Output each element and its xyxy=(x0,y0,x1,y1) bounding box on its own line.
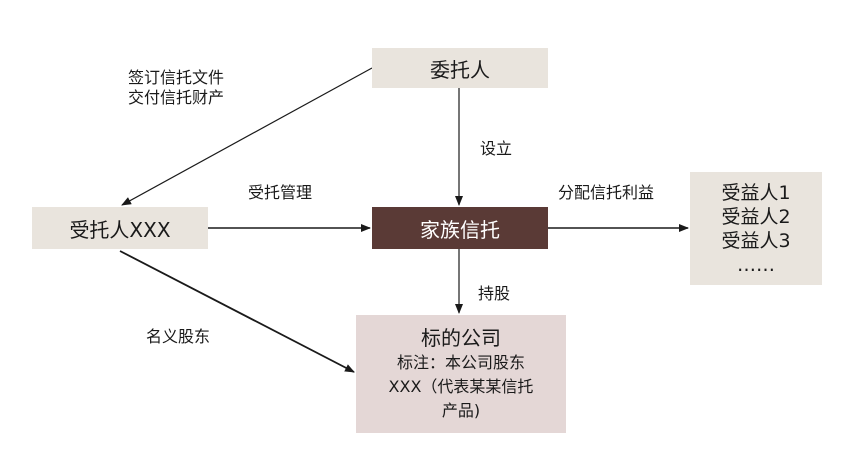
arrow-settlor-to-trustee xyxy=(121,67,373,206)
edge-label-establish: 设立 xyxy=(480,139,513,158)
company-note-line: 标注：本公司股东 xyxy=(396,353,525,372)
edge-label-manage: 受托管理 xyxy=(248,183,313,202)
settlor-node: 委托人 xyxy=(372,48,548,88)
company-note-line: XXX（代表某某信托 xyxy=(388,377,534,396)
beneficiary-item: 受益人3 xyxy=(721,229,791,252)
company-title: 标的公司 xyxy=(421,326,501,350)
family-trust-node: 家族信托 xyxy=(372,207,548,249)
beneficiaries-node: 受益人1 受益人2 受益人3 …… xyxy=(690,172,822,285)
beneficiary-item: 受益人2 xyxy=(721,205,791,228)
edge-label-line: 签订信托文件 xyxy=(128,68,225,87)
edge-label-hold-shares: 持股 xyxy=(478,284,511,303)
settlor-label: 委托人 xyxy=(430,57,490,82)
edge-label-sign-and-deliver: 签订信托文件 交付信托财产 xyxy=(128,68,224,108)
trustee-node: 受托人XXX xyxy=(32,207,208,249)
family-trust-label: 家族信托 xyxy=(420,217,500,242)
edge-label-distribute: 分配信托利益 xyxy=(558,183,655,202)
beneficiary-ellipsis: …… xyxy=(737,253,775,276)
trustee-label: 受托人XXX xyxy=(69,217,171,242)
edge-label-line: 交付信托财产 xyxy=(128,88,225,107)
edge-label-nominee-shareholder: 名义股东 xyxy=(146,327,211,346)
arrow-trustee-to-company xyxy=(119,250,355,373)
beneficiary-item: 受益人1 xyxy=(721,181,791,204)
company-note-line: 产品) xyxy=(441,401,481,420)
target-company-node: 标的公司 标注：本公司股东 XXX（代表某某信托 产品) xyxy=(356,315,566,433)
